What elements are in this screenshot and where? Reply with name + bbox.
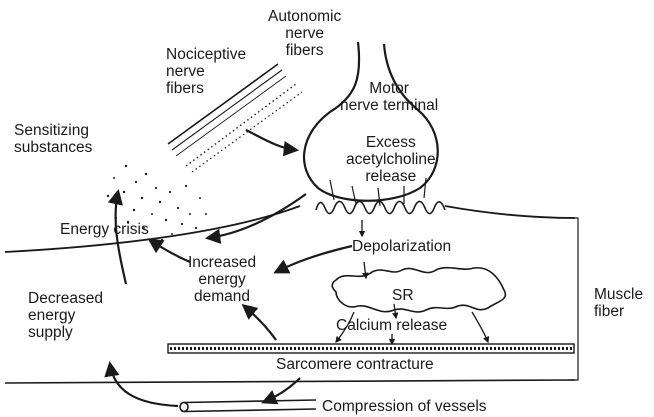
label-muscle-fiber: Muscle fiber <box>594 286 643 320</box>
arrow-sarcomere-to-demand <box>244 306 276 340</box>
label-nociceptive-nerve-fibers: Nociceptive nerve fibers <box>166 46 246 97</box>
arrow-demand-to-crisis <box>150 240 190 262</box>
label-sr: SR <box>392 287 414 304</box>
label-increased-energy-demand: Increased energy demand <box>188 254 256 305</box>
label-sensitizing-substances: Sensitizing substances <box>14 122 92 156</box>
synaptic-folds <box>316 201 445 213</box>
arrow-sr-to-sarcomere-right <box>472 312 488 342</box>
arrow-nerves-to-terminal <box>246 130 296 150</box>
arrow-ach-to-energy-crisis <box>208 194 306 238</box>
label-depolarization: Depolarization <box>352 238 451 255</box>
sarcomere-band <box>168 344 574 353</box>
arrow-sr-to-calcium <box>394 304 396 318</box>
label-excess-acetylcholine-release: Excess acetylcholine release <box>346 134 436 185</box>
label-compression-of-vessels: Compression of vessels <box>322 398 487 415</box>
label-decreased-energy-supply: Decreased energy supply <box>28 290 103 341</box>
muscle-fiber-bracket <box>568 218 578 380</box>
muscle-membrane <box>5 206 300 252</box>
label-autonomic-nerve-fibers: Autonomic nerve fibers <box>268 8 341 59</box>
sarcoplasmic-reticulum <box>332 268 505 312</box>
label-sarcomere-contracture: Sarcomere contracture <box>276 356 434 373</box>
muscle-membrane-bottom <box>5 380 575 383</box>
blood-vessel <box>180 400 316 412</box>
arrow-compression-to-supply <box>110 364 178 406</box>
label-motor-nerve-terminal: Motor nerve terminal <box>340 80 438 114</box>
arrow-depol-to-demand <box>276 246 352 272</box>
label-energy-crisis: Energy crisis <box>60 221 149 238</box>
label-calcium-release: Calcium release <box>336 317 447 334</box>
arrow-supply-to-crisis <box>116 192 126 284</box>
